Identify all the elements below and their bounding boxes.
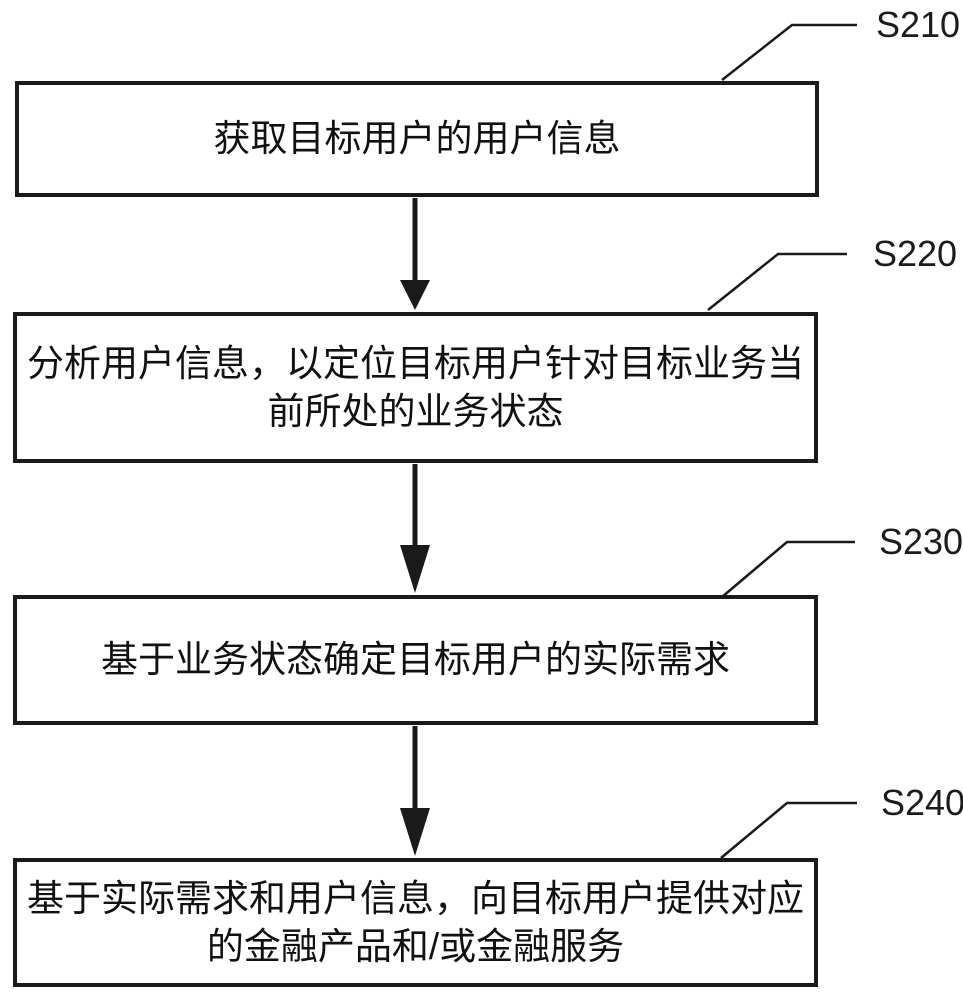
step-label-s210: S210: [876, 4, 961, 45]
flow-box-s210-text: 获取目标用户的用户信息: [213, 118, 621, 159]
flow-box-s220-text: 分析用户信息，以定位目标用户针对目标业务当 前所处的业务状态: [27, 342, 804, 432]
flow-box-s240-text: 基于实际需求和用户信息，向目标用户提供对应 的金融产品和/或金融服务: [27, 877, 804, 967]
leader-line-s220: [707, 252, 847, 311]
leader-line-s210: [721, 23, 857, 81]
leader-line-s240: [720, 801, 857, 859]
flow-box-s220: 分析用户信息，以定位目标用户针对目标业务当 前所处的业务状态: [13, 312, 818, 463]
flow-box-s230: 基于业务状态确定目标用户的实际需求: [13, 595, 818, 725]
arrow-down-connector-2: [400, 464, 430, 593]
flow-box-s210: 获取目标用户的用户信息: [15, 81, 819, 197]
step-label-s220: S220: [873, 233, 958, 274]
arrow-down-connector-3: [400, 726, 430, 856]
step-label-s230: S230: [879, 521, 963, 562]
flow-box-s240: 基于实际需求和用户信息，向目标用户提供对应 的金融产品和/或金融服务: [13, 858, 818, 987]
leader-line-s230: [721, 540, 855, 598]
flow-box-s230-text: 基于业务状态确定目标用户的实际需求: [101, 639, 730, 680]
arrow-down-connector-1: [400, 198, 430, 310]
step-label-s240: S240: [881, 782, 963, 823]
